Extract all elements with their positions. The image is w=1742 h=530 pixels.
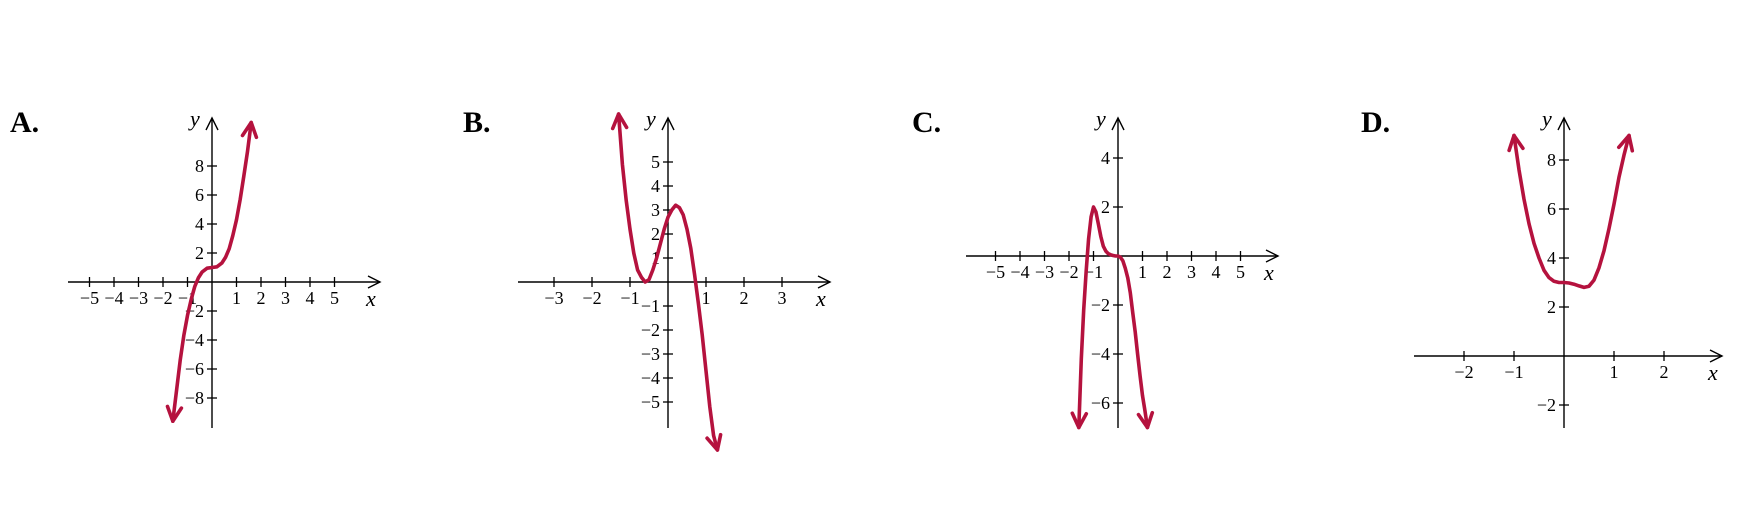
y-tick-label: 4 xyxy=(195,214,204,234)
y-axis-label: y xyxy=(644,106,656,131)
panel-label: A. xyxy=(10,106,40,139)
x-tick-label: 5 xyxy=(1236,262,1245,282)
curve-arrow-end xyxy=(705,432,723,452)
x-tick-label: −2 xyxy=(582,288,601,308)
y-tick-label: 4 xyxy=(1547,248,1556,268)
x-tick-label: 3 xyxy=(778,288,787,308)
y-tick-label: 4 xyxy=(651,176,660,196)
x-tick-label: 2 xyxy=(1660,362,1669,382)
y-tick-label: 8 xyxy=(195,156,204,176)
x-tick-label: −3 xyxy=(129,288,148,308)
y-tick-label: −1 xyxy=(641,296,660,316)
y-tick-label: 2 xyxy=(1547,297,1556,317)
curve-arrow-start xyxy=(1507,133,1525,153)
y-tick-label: −4 xyxy=(185,330,204,350)
curve-arrow-end xyxy=(240,120,259,140)
y-tick-label: −5 xyxy=(641,392,660,412)
x-tick-label: 2 xyxy=(740,288,749,308)
x-axis-label: x xyxy=(1707,360,1718,385)
y-tick-label: −8 xyxy=(185,388,204,408)
curve-line xyxy=(616,112,720,452)
x-tick-label: −4 xyxy=(104,288,123,308)
x-tick-label: −2 xyxy=(153,288,172,308)
x-tick-label: 3 xyxy=(1187,262,1196,282)
y-axis-arrow xyxy=(1111,116,1125,131)
x-tick-label: −1 xyxy=(620,288,639,308)
y-tick-label: −4 xyxy=(1091,344,1110,364)
y-tick-label: −6 xyxy=(185,359,204,379)
x-axis-label: x xyxy=(815,286,826,311)
x-tick-label: 2 xyxy=(1163,262,1172,282)
x-tick-label: 1 xyxy=(1610,362,1619,382)
chart-d: x y −2 −1 1 2 −2 2 4 6 8 xyxy=(1414,106,1724,428)
y-axis-label: y xyxy=(1540,106,1552,131)
x-tick-label: −3 xyxy=(544,288,563,308)
x-axis-arrow xyxy=(817,275,832,289)
curve-arrow-start xyxy=(1070,411,1089,430)
x-axis-label: x xyxy=(365,286,376,311)
y-axis-arrow xyxy=(661,116,675,131)
curve-line xyxy=(1512,133,1631,290)
y-tick-label: 6 xyxy=(1547,199,1556,219)
x-tick-label: 5 xyxy=(330,288,339,308)
panel-label: B. xyxy=(463,106,491,139)
x-tick-label: 1 xyxy=(702,288,711,308)
x-tick-label: −1 xyxy=(1084,262,1103,282)
y-tick-label: −2 xyxy=(641,320,660,340)
panel-d: D. x y −2 −1 1 2 −2 2 4 6 8 xyxy=(1350,0,1742,530)
x-tick-label: 4 xyxy=(306,288,315,308)
x-tick-label: −5 xyxy=(80,288,99,308)
curve-arrow-end xyxy=(1616,133,1635,153)
x-tick-label: 3 xyxy=(281,288,290,308)
x-tick-label: 2 xyxy=(257,288,266,308)
y-tick-label: 5 xyxy=(651,152,660,172)
curve-line xyxy=(1077,205,1150,430)
x-tick-label: 1 xyxy=(232,288,241,308)
y-tick-label: 8 xyxy=(1547,150,1556,170)
y-tick-label: 2 xyxy=(195,243,204,263)
y-tick-label: −3 xyxy=(641,344,660,364)
y-axis-arrow xyxy=(205,116,219,131)
y-tick-label: 2 xyxy=(651,224,660,244)
x-axis-label: x xyxy=(1263,260,1274,285)
x-tick-label: −5 xyxy=(986,262,1005,282)
x-axis-arrow xyxy=(367,275,382,289)
y-tick-label: 2 xyxy=(1101,197,1110,217)
y-axis-arrow xyxy=(1557,116,1571,131)
x-tick-label: −4 xyxy=(1010,262,1029,282)
x-axis-arrow xyxy=(1709,349,1724,363)
y-tick-label: 4 xyxy=(1101,148,1110,168)
y-tick-label: −2 xyxy=(1091,295,1110,315)
panel-label: D. xyxy=(1361,106,1391,139)
curve-arrow-start xyxy=(165,404,184,424)
x-tick-label: 1 xyxy=(1138,262,1147,282)
y-tick-label: 6 xyxy=(195,185,204,205)
x-tick-label: −2 xyxy=(1454,362,1473,382)
x-tick-label: −2 xyxy=(1059,262,1078,282)
y-tick-label: −6 xyxy=(1091,393,1110,413)
x-tick-label: −1 xyxy=(1504,362,1523,382)
y-tick-label: −2 xyxy=(1537,395,1556,415)
curve-arrow-start xyxy=(610,112,629,131)
x-axis-arrow xyxy=(1265,249,1280,263)
x-tick-label: −3 xyxy=(1035,262,1054,282)
y-axis-label: y xyxy=(1094,106,1106,131)
curve-arrow-end xyxy=(1136,410,1155,430)
x-tick-label: 4 xyxy=(1212,262,1221,282)
curve-line xyxy=(171,120,253,423)
y-tick-label: −4 xyxy=(641,368,660,388)
panel-label: C. xyxy=(912,106,942,139)
y-axis-label: y xyxy=(188,106,200,131)
y-tick-label: 3 xyxy=(651,200,660,220)
